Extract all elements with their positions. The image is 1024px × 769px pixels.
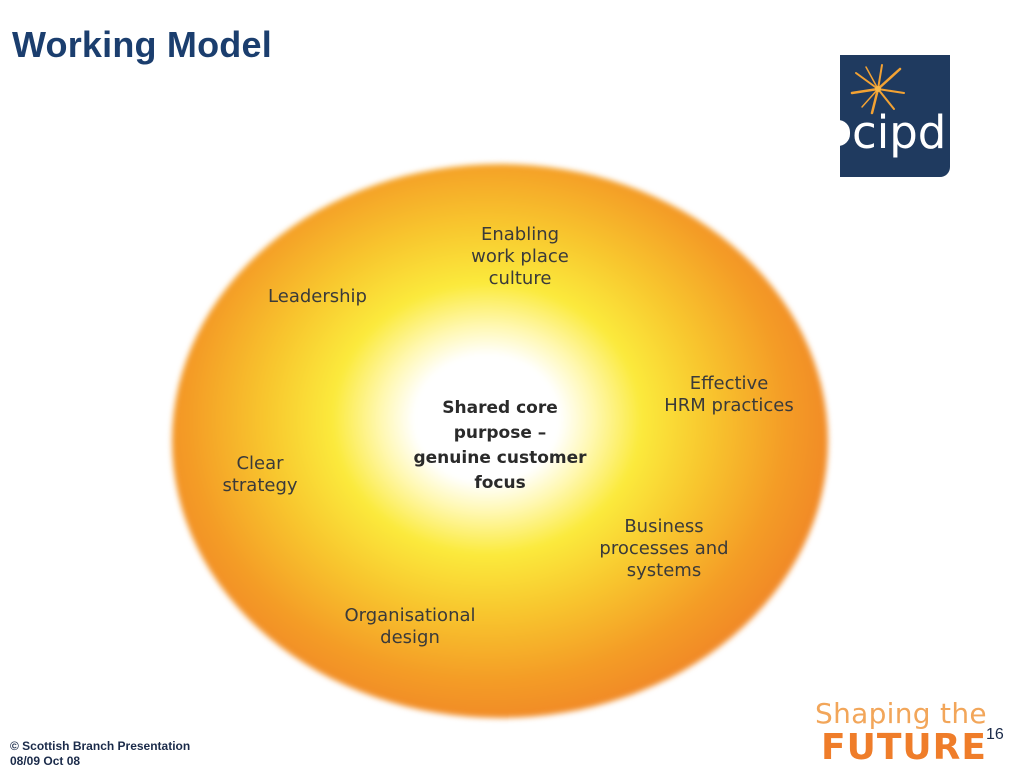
business-processes-label: Business processes and systems (599, 516, 729, 581)
shaping-the-future-logo: Shaping the FUTURE (815, 698, 987, 766)
tagline-line2: FUTURE (821, 727, 987, 768)
effective-hrm-label: Effective HRM practices (664, 373, 794, 416)
copyright-notice: © Scottish Branch Presentation 08/09 Oct… (10, 739, 191, 768)
page-number: 16 (986, 726, 1004, 743)
leadership-label: Leadership (268, 286, 367, 307)
logo-c-mark (828, 120, 850, 146)
gradient-oval (172, 164, 828, 718)
working-model-diagram: Shared core purpose – genuine customer f… (160, 150, 840, 730)
logo-text: cipd (852, 106, 947, 159)
slide-title: Working Model (12, 24, 272, 65)
clear-strategy-label: Clear strategy (222, 453, 298, 496)
enabling-culture-label: Enabling work place culture (471, 224, 569, 289)
organisational-design-label: Organisational design (344, 605, 476, 648)
cipd-logo: cipd (828, 55, 950, 177)
starburst-icon (850, 64, 905, 115)
core-purpose-label: Shared core purpose – genuine customer f… (413, 398, 587, 493)
tagline-line1: Shaping the (815, 697, 987, 730)
